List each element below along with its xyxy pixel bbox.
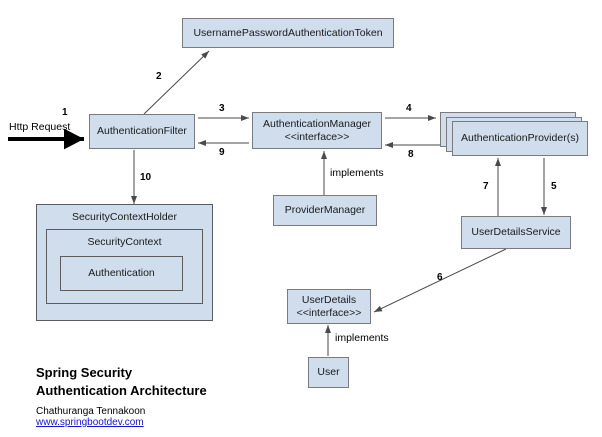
edge-label-1: 1	[62, 107, 68, 118]
edge-label-2: 2	[156, 71, 162, 82]
website-link[interactable]: www.springbootdev.com	[36, 417, 144, 429]
author-name: Chathuranga Tennakoon	[36, 406, 146, 418]
page-title-line2: Authentication Architecture	[36, 382, 207, 398]
node-user[interactable]: User	[308, 357, 349, 388]
node-label: User	[317, 366, 340, 379]
edge-label-http-request: Http Request	[9, 121, 71, 133]
node-label: AuthenticationManager	[263, 118, 371, 131]
node-label: UserDetails	[301, 294, 357, 307]
node-provider-manager[interactable]: ProviderManager	[273, 195, 377, 226]
security-context-label: SecurityContext	[87, 236, 162, 248]
node-authentication[interactable]	[60, 256, 183, 291]
edge-label-8: 8	[408, 149, 414, 160]
node-label: UsernamePasswordAuthenticationToken	[193, 26, 383, 39]
title-block: Spring Security Authentication Architect…	[36, 364, 207, 428]
node-authentication-provider[interactable]: AuthenticationProvider(s)	[452, 121, 588, 156]
edge-label-6: 6	[437, 272, 443, 283]
edge-label-5: 5	[551, 181, 557, 192]
node-label: UserDetailsService	[471, 226, 561, 239]
node-user-details[interactable]: UserDetails <<interface>>	[287, 289, 371, 324]
node-stereotype: <<interface>>	[284, 130, 350, 143]
edge-label-4: 4	[406, 103, 412, 114]
page-title-line1: Spring Security	[36, 365, 133, 380]
edge-label-10: 10	[140, 172, 152, 183]
security-context-holder-label: SecurityContextHolder	[71, 211, 178, 223]
edge-label-implements-user: implements	[335, 332, 389, 344]
edge-label-7: 7	[483, 181, 489, 192]
node-authentication-filter[interactable]: AuthenticationFilter	[89, 114, 195, 149]
arrow-2	[143, 50, 210, 115]
edge-label-3: 3	[219, 103, 225, 114]
edge-label-implements-manager: implements	[330, 167, 384, 179]
authentication-label: Authentication	[88, 267, 155, 279]
node-stereotype: <<interface>>	[296, 306, 362, 319]
node-label: ProviderManager	[284, 204, 366, 217]
node-authentication-manager[interactable]: AuthenticationManager <<interface>>	[252, 112, 382, 149]
edge-label-9: 9	[219, 147, 225, 158]
node-username-password-authentication-token[interactable]: UsernamePasswordAuthenticationToken	[182, 18, 394, 48]
node-label: AuthenticationProvider(s)	[461, 132, 579, 145]
node-label: AuthenticationFilter	[97, 125, 187, 138]
node-user-details-service[interactable]: UserDetailsService	[461, 216, 571, 249]
